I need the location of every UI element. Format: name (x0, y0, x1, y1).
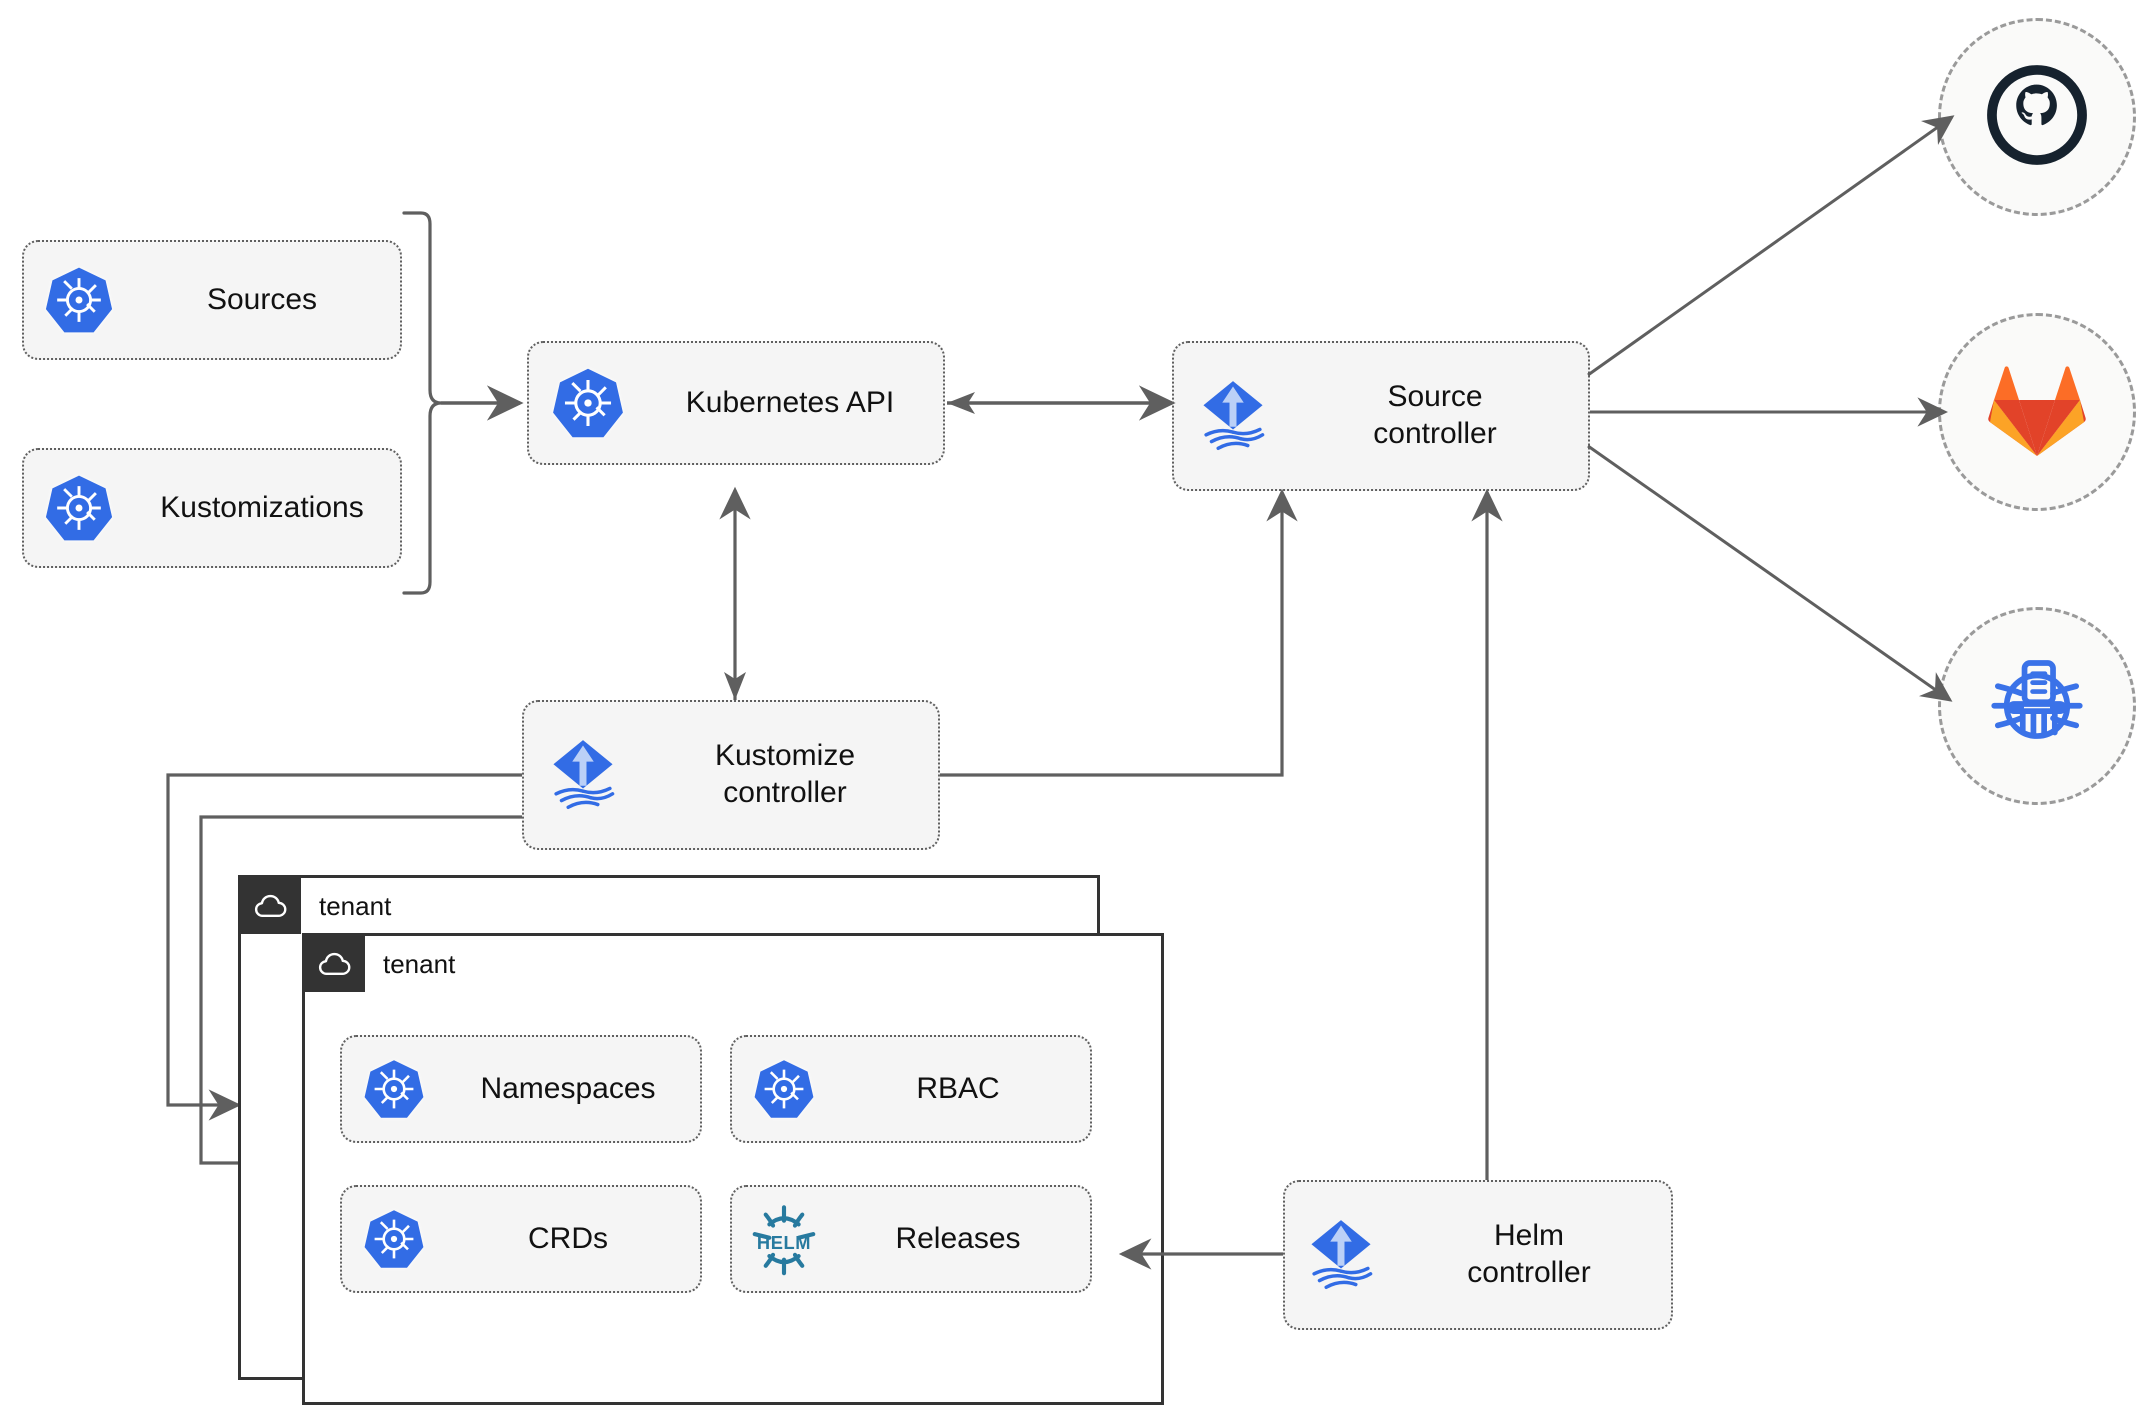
kubernetes-icon (24, 472, 134, 544)
node-kustomizations[interactable]: Kustomizations (22, 448, 402, 568)
node-sources-label: Sources (206, 282, 318, 316)
node-kustomize-controller[interactable]: Kustomize controller (522, 700, 940, 850)
github-icon (1984, 62, 2090, 173)
node-releases-label: Releases (895, 1221, 1021, 1255)
kubernetes-icon (529, 365, 647, 441)
node-sources[interactable]: Sources (22, 240, 402, 360)
node-crds-label: CRDs (528, 1221, 608, 1255)
node-namespaces[interactable]: Namespaces (340, 1035, 702, 1143)
edge-source-controller-to-bucket (1587, 444, 1953, 702)
node-kubernetes-api[interactable]: Kubernetes API (527, 341, 945, 465)
provider-github[interactable] (1938, 18, 2136, 216)
node-kubernetes-api-label: Kubernetes API (685, 385, 895, 419)
node-rbac-label: RBAC (916, 1071, 1000, 1105)
kubernetes-icon (24, 264, 134, 336)
node-helm-controller[interactable]: Helm controller (1283, 1180, 1673, 1330)
helm-icon: HELM (732, 1200, 836, 1278)
flux-icon (1174, 373, 1292, 459)
node-kustomize-controller-label: Kustomize controller (714, 739, 856, 809)
kubernetes-icon (732, 1057, 836, 1121)
group-bracket (402, 211, 442, 595)
node-source-controller-label: Source controller (1373, 380, 1497, 450)
edge-source-controller-to-github (1587, 115, 1955, 377)
flux-icon (1285, 1212, 1397, 1298)
provider-helm-repository[interactable] (1938, 607, 2136, 805)
edge-kustomize-arrowhead-down (724, 672, 746, 700)
edge-kustomize-to-tenant-outer (166, 773, 527, 1121)
node-helm-controller-label: Helm controller (1467, 1219, 1591, 1289)
gitlab-icon (1987, 362, 2087, 463)
node-source-controller[interactable]: Source controller (1172, 341, 1590, 491)
edge-kustomize-to-source-controller (940, 488, 1298, 777)
kubernetes-icon (342, 1057, 446, 1121)
provider-gitlab[interactable] (1938, 313, 2136, 511)
flux-icon (524, 732, 642, 818)
node-releases[interactable]: HELM Releases (730, 1185, 1092, 1293)
node-crds[interactable]: CRDs (340, 1185, 702, 1293)
svg-text:HELM: HELM (757, 1232, 811, 1253)
kubernetes-icon (342, 1207, 446, 1271)
node-namespaces-label: Namespaces (480, 1071, 656, 1105)
helm-repository-icon (1980, 647, 2094, 766)
node-rbac[interactable]: RBAC (730, 1035, 1092, 1143)
node-kustomizations-label: Kustomizations (160, 490, 364, 524)
edge-kubernetes-api-arrowhead-left (947, 392, 975, 414)
